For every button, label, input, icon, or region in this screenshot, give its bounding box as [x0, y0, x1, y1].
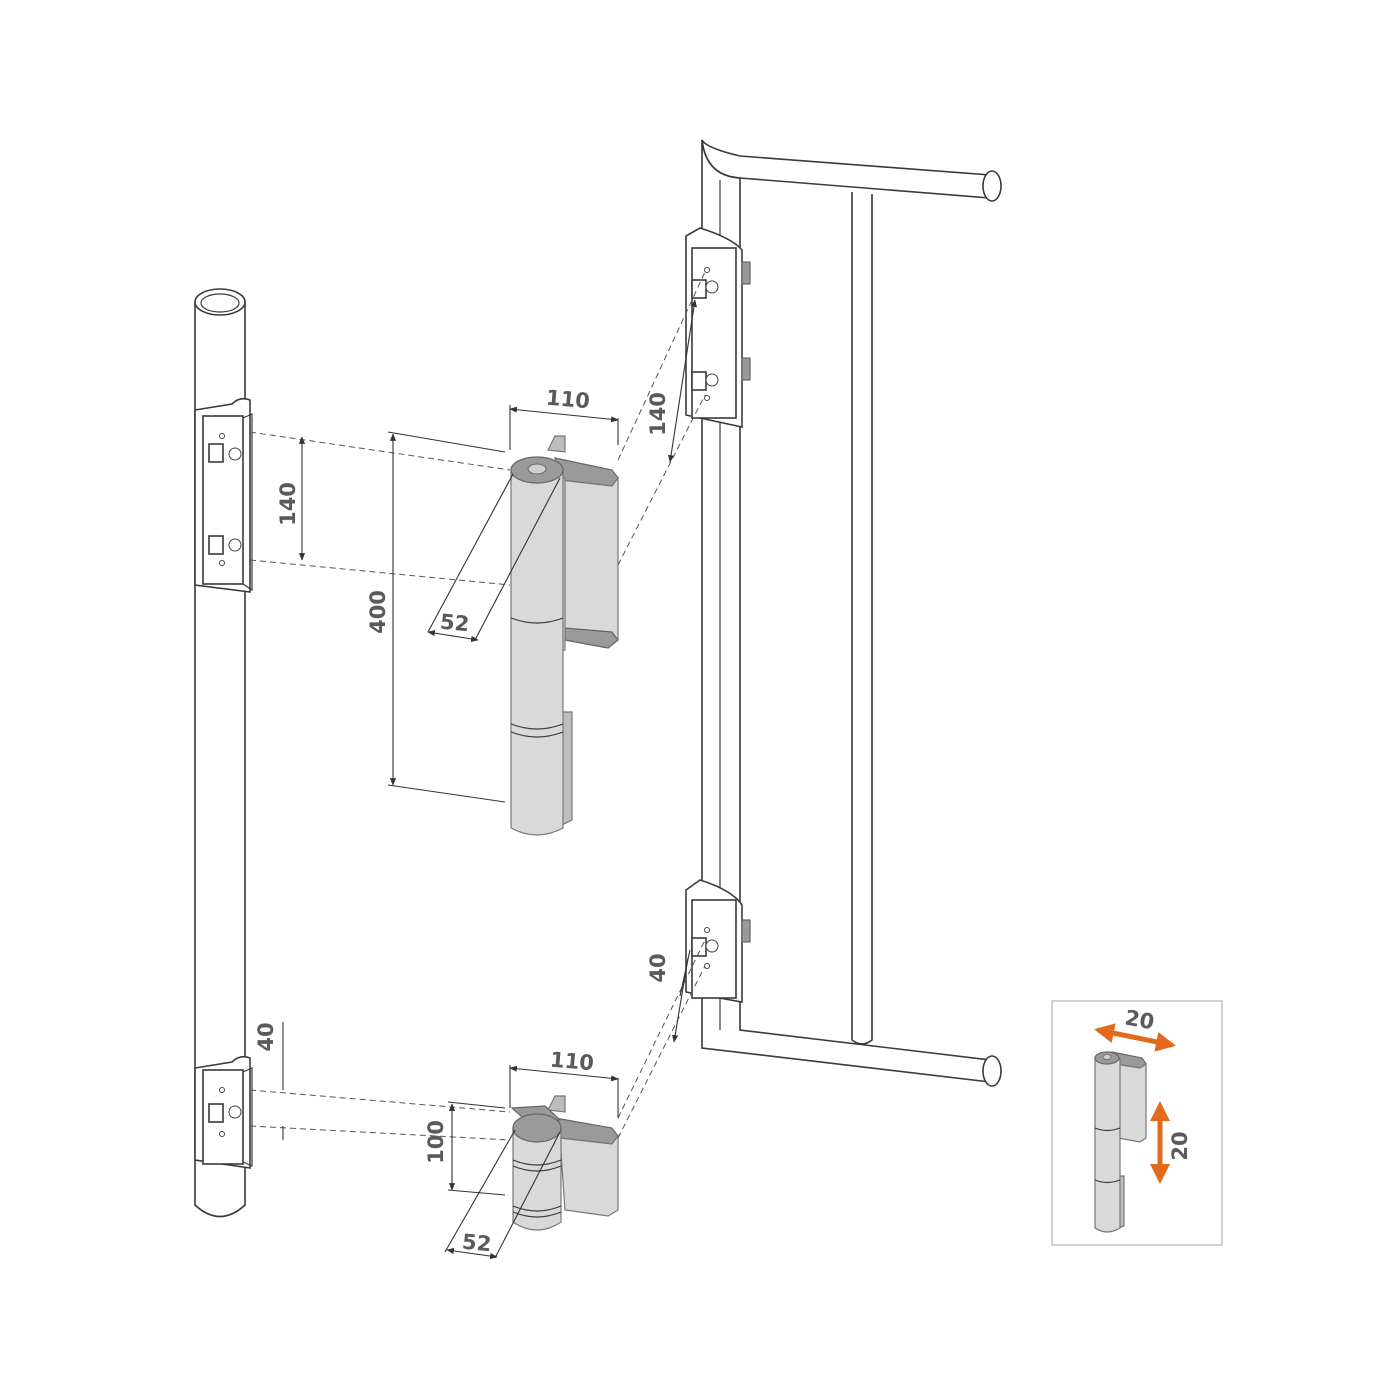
horizontal-adjust-label: 20: [1123, 1006, 1156, 1035]
bottom-hinge-height-label: 100: [424, 1120, 448, 1164]
post-bracket-spacing-label: 140: [276, 482, 300, 526]
post-bottom-offset-label: 40: [254, 1022, 278, 1051]
gate-bracket-spacing-label: 140: [646, 392, 670, 436]
top-hinge-height-label: 400: [366, 590, 390, 634]
bottom-hinge: [510, 1095, 619, 1231]
bottom-hinge-depth-label: 52: [461, 1230, 492, 1256]
top-hinge-depth-label: 52: [439, 610, 470, 636]
horizontal-adjust-arrow: [1094, 1023, 1176, 1052]
dimension-lines: [282, 299, 697, 1260]
top-hinge-width-label: 110: [545, 386, 591, 414]
vertical-adjust-label: 20: [1168, 1131, 1192, 1160]
top-hinge: [510, 435, 619, 836]
alignment-lines: [249, 271, 706, 1141]
gate-bracket-top: [685, 227, 751, 428]
post-bracket-top: [194, 397, 253, 593]
post-bracket-bottom: [194, 1055, 253, 1169]
gate-bottom-offset-label: 40: [646, 953, 670, 982]
adjustment-inset: 20 20: [1051, 1000, 1223, 1246]
gate-bracket-bottom: [685, 879, 751, 1003]
bottom-hinge-width-label: 110: [549, 1048, 595, 1076]
